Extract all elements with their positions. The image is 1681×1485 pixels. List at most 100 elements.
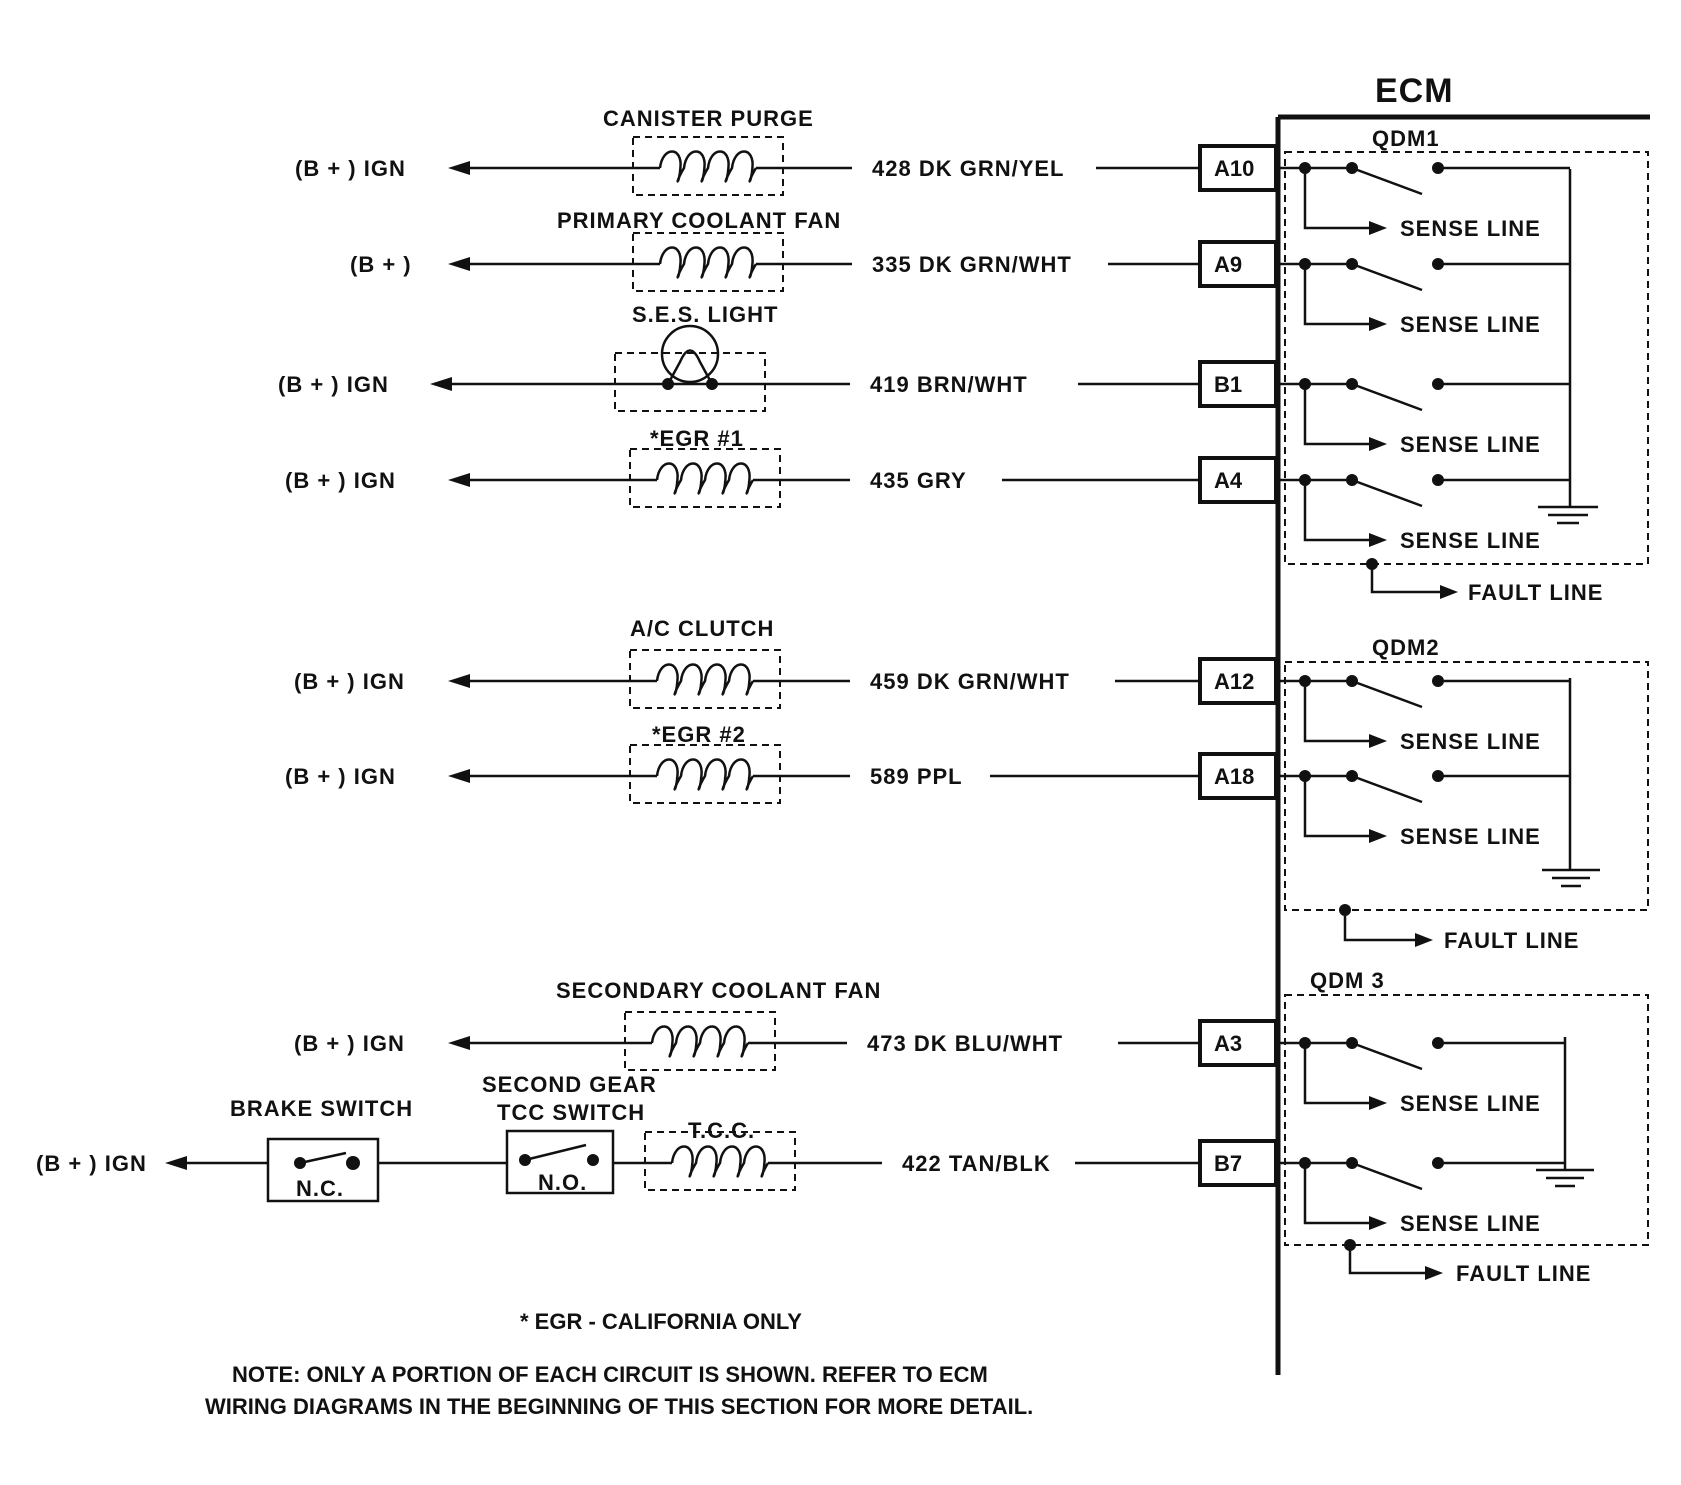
ground-icon xyxy=(1538,505,1598,525)
arrow-right-icon xyxy=(1369,734,1387,748)
tcc-switch-label-1: SECOND GEAR xyxy=(482,1072,657,1097)
sense-line-label: SENSE LINE xyxy=(1400,528,1541,553)
component-box xyxy=(614,352,766,412)
ecm-pin-box xyxy=(1198,456,1278,504)
component-label: T.C.C. xyxy=(688,1118,755,1143)
ecm-pin-label: A18 xyxy=(1214,764,1254,789)
qdm-driver-switch: SENSE LINE xyxy=(1278,162,1570,241)
qdm2-box xyxy=(1284,661,1649,911)
circuit-row: (B + ) IGN A/C CLUTCH 459 DK GRN/WHT A12SEN… xyxy=(294,616,1570,754)
circuit-row: (B + ) PRIMARY COOLANT FAN 335 DK GRN/WHT A… xyxy=(350,208,1570,337)
ecm-pin-box xyxy=(1198,752,1278,800)
fault-line-label: FAULT LINE xyxy=(1468,580,1603,605)
coil-icon xyxy=(633,246,783,279)
brake-switch-blade xyxy=(299,1151,347,1165)
brake-switch-contact xyxy=(346,1156,360,1170)
wire-label: 335 DK GRN/WHT xyxy=(872,252,1072,277)
coil-icon xyxy=(633,150,783,183)
sense-line-label: SENSE LINE xyxy=(1400,729,1541,754)
coil-icon xyxy=(645,1145,795,1178)
fault-line-label: FAULT LINE xyxy=(1456,1261,1591,1286)
arrow-right-icon xyxy=(1369,437,1387,451)
tcc-switch-label-2: TCC SWITCH xyxy=(497,1100,645,1125)
ecm-pin-box xyxy=(1198,360,1278,408)
component-label: A/C CLUTCH xyxy=(630,616,774,641)
arrow-right-icon xyxy=(1369,1216,1387,1230)
component-label: SECONDARY COOLANT FAN xyxy=(556,978,881,1003)
component-box xyxy=(624,1011,776,1071)
qdm-driver-switch: SENSE LINE xyxy=(1278,1037,1565,1116)
sense-line-label: SENSE LINE xyxy=(1400,824,1541,849)
qdm-driver-switch: SENSE LINE xyxy=(1278,1157,1565,1236)
ecm-pin-label: A12 xyxy=(1214,669,1254,694)
component-box xyxy=(632,232,784,292)
tcc-switch-blade xyxy=(524,1143,587,1162)
source-label: (B + ) xyxy=(350,252,412,277)
note-line-2: WIRING DIAGRAMS IN THE BEGINNING OF THIS… xyxy=(205,1394,1033,1419)
sense-line-label: SENSE LINE xyxy=(1400,432,1541,457)
ecm-pin-label: A9 xyxy=(1214,252,1242,277)
qdm2-label: QDM2 xyxy=(1372,635,1440,660)
ecm-pin-label: A10 xyxy=(1214,156,1254,181)
arrow-right-icon xyxy=(1369,317,1387,331)
wire-label: 435 GRY xyxy=(870,468,967,493)
component-label: CANISTER PURGE xyxy=(603,106,814,131)
component-box xyxy=(629,649,781,709)
wire-label: 459 DK GRN/WHT xyxy=(870,669,1070,694)
source-label: (B + ) IGN xyxy=(285,468,396,493)
fault-line-label: FAULT LINE xyxy=(1444,928,1579,953)
component-label: *EGR #2 xyxy=(652,722,746,747)
qdm-driver-switch: SENSE LINE xyxy=(1278,675,1570,754)
qdm-driver-switch: SENSE LINE xyxy=(1278,474,1570,553)
brake-switch-state: N.C. xyxy=(296,1176,344,1201)
arrow-right-icon xyxy=(1369,533,1387,547)
qdm1-fault-line: FAULT LINE xyxy=(1366,558,1603,605)
ecm-pin-box xyxy=(1198,144,1278,192)
circuit-row: (B + ) IGN SECONDARY COOLANT FAN 473 DK BL… xyxy=(294,978,1565,1116)
component-box xyxy=(629,744,781,804)
ecm-pin-box xyxy=(1198,1139,1278,1187)
sense-line-label: SENSE LINE xyxy=(1400,1211,1541,1236)
ecm-title: ECM xyxy=(1375,72,1454,110)
ecm-pin-label: B1 xyxy=(1214,372,1242,397)
tcc-switch-contact xyxy=(587,1154,599,1166)
qdm1-label: QDM1 xyxy=(1372,126,1440,151)
source-label: (B + ) IGN xyxy=(294,1031,405,1056)
sense-line-label: SENSE LINE xyxy=(1400,1091,1541,1116)
qdm3-label: QDM 3 xyxy=(1310,968,1385,993)
ecm-pin-box xyxy=(1198,1019,1278,1067)
qdm-driver-switch: SENSE LINE xyxy=(1278,258,1570,337)
qdm2-fault-line: FAULT LINE xyxy=(1339,904,1579,953)
sense-line-label: SENSE LINE xyxy=(1400,216,1541,241)
lamp-icon xyxy=(615,324,765,390)
coil-icon xyxy=(625,1025,775,1058)
component-label: *EGR #1 xyxy=(650,426,744,451)
coil-icon xyxy=(630,462,780,495)
component-label: PRIMARY COOLANT FAN xyxy=(557,208,841,233)
wire-label: 589 PPL xyxy=(870,764,963,789)
ecm-pin-label: B7 xyxy=(1214,1151,1242,1176)
qdm3-fault-line: FAULT LINE xyxy=(1344,1239,1591,1286)
qdm-driver-switch: SENSE LINE xyxy=(1278,770,1570,849)
brake-switch xyxy=(266,1137,380,1203)
source-label: (B + ) IGN xyxy=(294,669,405,694)
brake-switch-label: BRAKE SWITCH xyxy=(230,1096,413,1121)
egr-footnote: * EGR - CALIFORNIA ONLY xyxy=(520,1309,802,1334)
ecm-pin-box xyxy=(1198,240,1278,288)
arrow-right-icon xyxy=(1369,221,1387,235)
wire-label: 473 DK BLU/WHT xyxy=(867,1031,1063,1056)
component-box xyxy=(644,1131,796,1191)
tcc-switch-state: N.O. xyxy=(538,1170,587,1195)
component-box xyxy=(629,448,781,508)
ecm-pin-label: A3 xyxy=(1214,1031,1242,1056)
component-label: S.E.S. LIGHT xyxy=(632,302,778,327)
ground-icon xyxy=(1536,1168,1594,1188)
source-label: (B + ) IGN xyxy=(285,764,396,789)
wire-label: 422 TAN/BLK xyxy=(902,1151,1051,1176)
component-box xyxy=(632,136,784,196)
